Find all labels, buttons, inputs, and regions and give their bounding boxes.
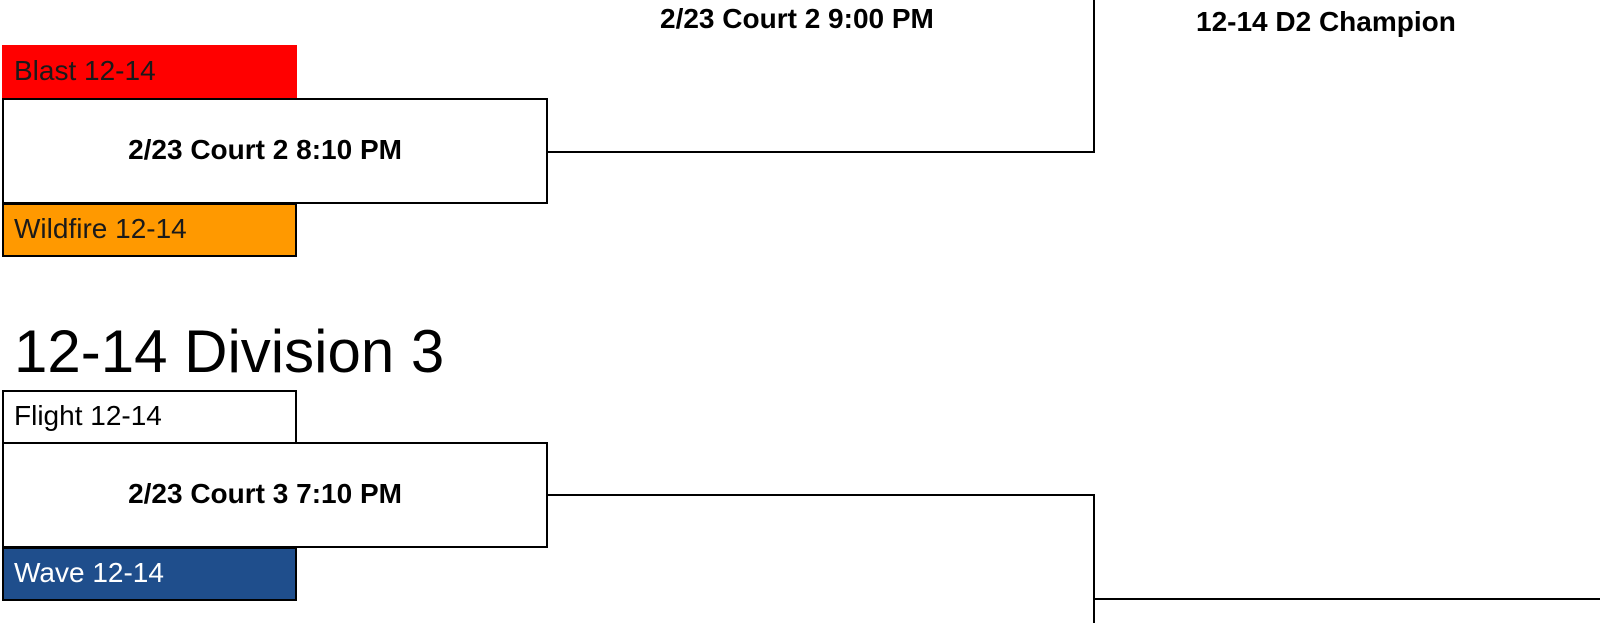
d2-champion-label: 12-14 D2 Champion [1196,6,1456,37]
d2-team-blast-name: Blast 12-14 [14,55,156,86]
d3-semi-game-label: 2/23 Court 3 7:10 PM [128,478,402,509]
d3-team-wave[interactable]: Wave 12-14 [2,547,297,601]
d3-semi-connector-horizontal [547,494,1095,496]
d2-final-connector-vertical [1093,0,1095,153]
d2-semi-game-label: 2/23 Court 2 8:10 PM [128,134,402,165]
d2-team-wildfire-name: Wildfire 12-14 [14,213,187,244]
d3-semi-game-box[interactable]: 2/23 Court 3 7:10 PM [2,442,548,548]
d2-semi-game-box[interactable]: 2/23 Court 2 8:10 PM [2,98,548,204]
d2-team-wildfire[interactable]: Wildfire 12-14 [2,203,297,257]
d3-team-flight[interactable]: Flight 12-14 [2,390,297,444]
d2-final-game-label: 2/23 Court 2 9:00 PM [660,3,934,34]
d2-team-blast[interactable]: Blast 12-14 [2,45,297,99]
d3-final-connector-vertical [1093,494,1095,623]
d3-final-connector-horizontal [1093,598,1600,600]
d3-division-title: 12-14 Division 3 [14,318,445,385]
d2-semi-connector-horizontal [547,151,1095,153]
d3-team-wave-name: Wave 12-14 [14,557,164,588]
d3-team-flight-name: Flight 12-14 [14,400,162,431]
